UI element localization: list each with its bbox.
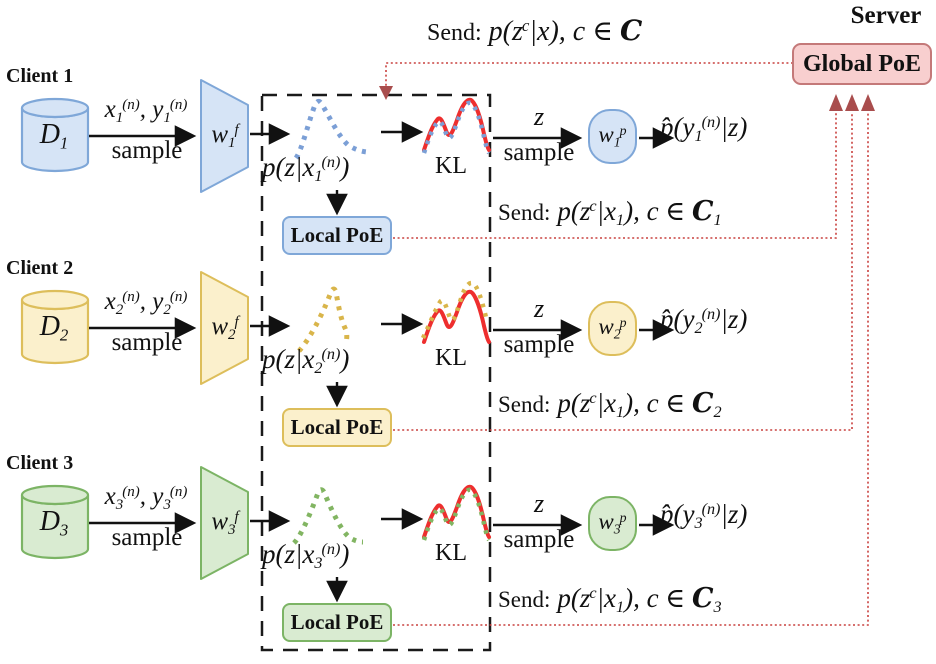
sample-pair-label: x1(n), y1(n) <box>104 96 188 126</box>
client-rows-graphics <box>20 79 875 626</box>
encoder-weights-label: w1f <box>211 121 239 151</box>
database-cylinder-top <box>20 484 90 506</box>
broadcast-dotted-line <box>385 62 793 88</box>
latent-z-label: z <box>533 294 545 323</box>
kl-divergence-label: KL <box>435 345 467 371</box>
sample-word: sample <box>503 526 575 553</box>
client-1-label: Client 1 <box>6 65 74 87</box>
decoder-box: w2p <box>588 301 637 356</box>
client-3-label: Client 3 <box>6 452 74 474</box>
prediction-label: p̂(y2(n)|z) <box>660 304 748 338</box>
posterior-distribution-curve <box>292 487 364 545</box>
posterior-label: p(z|x2(n)) <box>262 344 350 378</box>
kl-client-curve <box>420 280 490 340</box>
encoder-trapezoid <box>200 271 249 385</box>
database-cylinder-top <box>20 289 90 311</box>
sample-pair-label: x2(n), y2(n) <box>104 288 188 318</box>
kl-client-curve <box>421 100 491 155</box>
send-formula: p(zc|x1), c ∈ C2 <box>557 388 722 422</box>
send-to-server-line <box>393 112 837 239</box>
posterior-distribution-curve <box>293 98 368 160</box>
kl-divergence-label: KL <box>435 540 467 566</box>
send-word: Send: <box>498 587 551 612</box>
broadcast-send-line <box>379 62 793 100</box>
sample-word: sample <box>111 329 183 356</box>
prediction-label: p̂(y1(n)|z) <box>660 112 748 146</box>
sample-word: sample <box>503 331 575 358</box>
encoder-weights-label: w2f <box>211 313 239 343</box>
client-row-graphics <box>20 94 859 431</box>
send-formula: p(zc|x1), c ∈ C1 <box>557 196 722 230</box>
sample-word: sample <box>111 524 183 551</box>
dataset-label: D3 <box>39 506 69 540</box>
send-to-server-line <box>393 112 853 431</box>
decoder-box: w1p <box>588 109 637 164</box>
global-poe-label: Global PoE <box>802 50 922 77</box>
send-word: Send: <box>498 392 551 417</box>
server-input-arrowhead <box>829 94 843 111</box>
decoder-weights-label: w3p <box>598 509 627 537</box>
latent-space-dashed-border <box>260 93 492 652</box>
latent-z-label: z <box>533 102 545 131</box>
send-word: Send: <box>427 20 482 46</box>
global-poe-box: Global PoE <box>792 43 932 85</box>
encoder-weights-label: w3f <box>211 508 239 538</box>
client-row-graphics <box>20 94 875 626</box>
client-row-graphics <box>20 79 843 239</box>
send-word: Send: <box>498 200 551 225</box>
broadcast-send-label: Send: p(zc|x), c ∈ C <box>427 14 642 48</box>
kl-divergence-label: KL <box>435 153 467 179</box>
posterior-label: p(z|x1(n)) <box>262 152 350 186</box>
dataset-label: D2 <box>39 311 69 345</box>
send-to-server-line <box>393 112 869 626</box>
posterior-distribution-curve <box>297 286 350 353</box>
local-poe-label: Local PoE <box>290 223 384 247</box>
posterior-label: p(z|x3(n)) <box>262 539 350 573</box>
prediction-label: p̂(y3(n)|z) <box>660 499 748 533</box>
kl-target-curve <box>422 289 491 344</box>
local-poe-box: Local PoE <box>282 408 392 447</box>
database-cylinder-top <box>20 97 90 119</box>
send-to-server-label: Send: p(zc|x1), c ∈ C2 <box>498 388 722 422</box>
encoder-trapezoid <box>200 79 249 193</box>
encoder-trapezoid <box>200 466 249 580</box>
decoder-box: w3p <box>588 496 637 551</box>
client-2-label: Client 2 <box>6 257 74 279</box>
local-poe-box: Local PoE <box>282 603 392 642</box>
broadcast-formula: p(zc|x), c ∈ C <box>488 14 643 47</box>
sample-word: sample <box>111 137 183 164</box>
latent-z-label: z <box>533 489 545 518</box>
dataset-label: D1 <box>39 119 69 153</box>
send-to-server-label: Send: p(zc|x1), c ∈ C1 <box>498 196 722 230</box>
local-poe-box: Local PoE <box>282 216 392 255</box>
server-input-arrowhead <box>845 94 859 111</box>
kl-client-curve <box>421 487 491 542</box>
sample-word: sample <box>503 139 575 166</box>
send-to-server-label: Send: p(zc|x1), c ∈ C3 <box>498 583 722 617</box>
send-formula: p(zc|x1), c ∈ C3 <box>557 583 722 617</box>
decoder-weights-label: w1p <box>598 122 627 150</box>
sample-pair-label: x3(n), y3(n) <box>104 483 188 513</box>
local-poe-label: Local PoE <box>290 415 384 439</box>
server-title: Server <box>850 2 922 29</box>
server-input-arrowhead <box>861 94 875 111</box>
decoder-weights-label: w2p <box>598 314 627 342</box>
broadcast-arrowhead <box>379 86 393 100</box>
local-poe-label: Local PoE <box>290 610 384 634</box>
